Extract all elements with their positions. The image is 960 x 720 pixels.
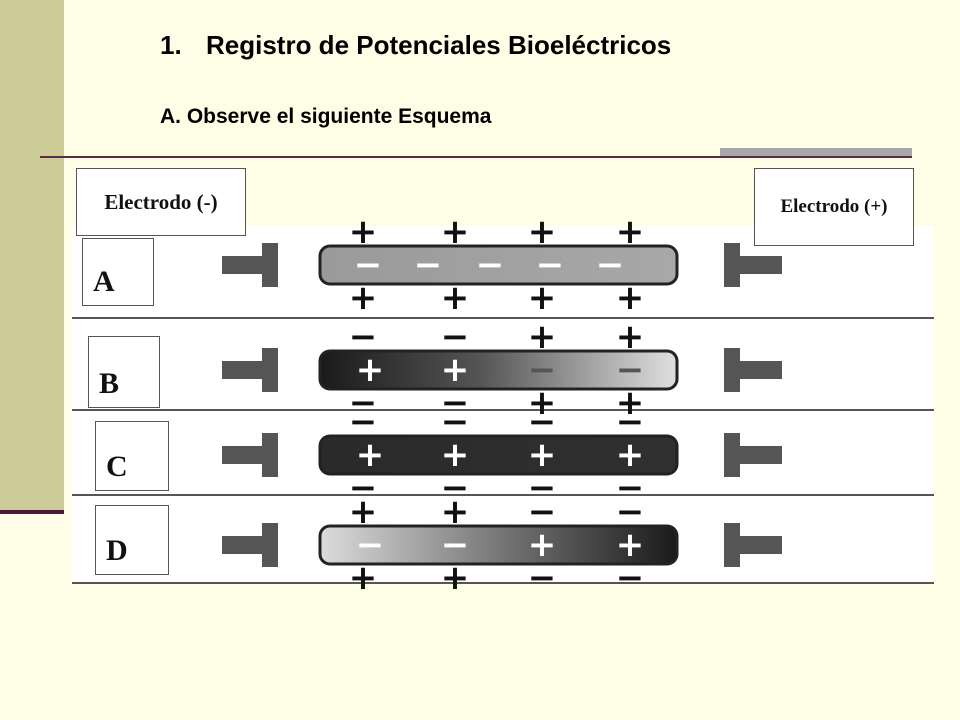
charge-inside-sign: − bbox=[414, 245, 443, 285]
charge-inside-sign: − bbox=[596, 245, 625, 285]
charge-inside-sign: − bbox=[356, 525, 385, 565]
charge-above-sign: − bbox=[441, 317, 470, 357]
charge-inside-sign: + bbox=[616, 525, 645, 565]
charge-inside-sign: − bbox=[536, 245, 565, 285]
row-separator bbox=[72, 582, 934, 584]
charge-inside-sign: + bbox=[616, 435, 645, 475]
row-separator bbox=[72, 317, 934, 319]
charge-inside-sign: + bbox=[441, 350, 470, 390]
charge-above-sign: − bbox=[528, 492, 557, 532]
electrode-negative-label: Electrodo (-) bbox=[76, 168, 246, 236]
charge-above-sign: + bbox=[349, 492, 378, 532]
charge-above-sign: − bbox=[528, 402, 557, 442]
charge-inside-sign: + bbox=[356, 435, 385, 475]
charge-above-sign: + bbox=[441, 212, 470, 252]
charge-above-sign: − bbox=[616, 492, 645, 532]
charge-below-sign: − bbox=[349, 468, 378, 508]
header-divider bbox=[40, 156, 912, 158]
row-label: B bbox=[99, 367, 120, 400]
electrode-negative-plate bbox=[262, 433, 278, 477]
slide-subtitle: A. Observe el siguiente Esquema bbox=[160, 105, 492, 128]
electrode-positive-bar bbox=[732, 361, 782, 379]
charge-below-sign: − bbox=[441, 383, 470, 423]
charge-above-sign: − bbox=[441, 402, 470, 442]
electrode-negative-bar bbox=[222, 446, 270, 464]
title-text: Registro de Potenciales Bioeléctricos bbox=[206, 30, 672, 60]
electrode-negative-bar bbox=[222, 256, 270, 274]
charge-below-sign: − bbox=[616, 468, 645, 508]
title-number: 1. bbox=[160, 30, 182, 60]
charge-above-sign: + bbox=[528, 212, 557, 252]
header-grey-bar bbox=[720, 148, 912, 156]
electrode-positive-bar bbox=[732, 536, 782, 554]
charge-below-sign: − bbox=[528, 558, 557, 598]
electrode-positive-label: Electrodo (+) bbox=[754, 168, 914, 246]
charge-below-sign: + bbox=[349, 558, 378, 598]
electrode-negative-bar bbox=[222, 361, 270, 379]
electrode-negative-plate bbox=[262, 523, 278, 567]
charge-below-sign: − bbox=[441, 468, 470, 508]
charge-above-sign: − bbox=[616, 402, 645, 442]
row-label: A bbox=[93, 265, 115, 298]
row-label-box: C bbox=[95, 421, 169, 491]
charge-inside-sign: − bbox=[528, 350, 557, 390]
charge-below-sign: + bbox=[441, 278, 470, 318]
charge-inside-sign: − bbox=[354, 245, 383, 285]
charge-inside-sign: + bbox=[441, 435, 470, 475]
charge-above-sign: − bbox=[349, 317, 378, 357]
electrode-negative-plate bbox=[262, 348, 278, 392]
charge-below-sign: + bbox=[528, 278, 557, 318]
nerve-fiber bbox=[318, 524, 679, 566]
electrode-negative-plate bbox=[262, 243, 278, 287]
charge-above-sign: + bbox=[528, 317, 557, 357]
nerve-fiber bbox=[318, 244, 679, 286]
charge-inside-sign: + bbox=[356, 350, 385, 390]
electrode-positive-bar bbox=[732, 446, 782, 464]
charge-above-sign: − bbox=[349, 402, 378, 442]
charge-below-sign: − bbox=[528, 468, 557, 508]
charge-below-sign: + bbox=[349, 278, 378, 318]
charge-above-sign: + bbox=[616, 212, 645, 252]
charge-inside-sign: + bbox=[528, 525, 557, 565]
charge-inside-sign: + bbox=[528, 435, 557, 475]
charge-below-sign: − bbox=[349, 383, 378, 423]
row-label: D bbox=[106, 534, 128, 567]
diagram-area bbox=[72, 226, 934, 584]
charge-below-sign: + bbox=[616, 383, 645, 423]
row-label: C bbox=[106, 450, 128, 483]
charge-below-sign: + bbox=[528, 383, 557, 423]
electrode-negative-bar bbox=[222, 536, 270, 554]
charge-below-sign: + bbox=[441, 558, 470, 598]
row-separator bbox=[72, 494, 934, 496]
electrode-positive-bar bbox=[732, 256, 782, 274]
row-separator bbox=[72, 409, 934, 411]
charge-inside-sign: − bbox=[616, 350, 645, 390]
charge-below-sign: + bbox=[616, 278, 645, 318]
charge-inside-sign: − bbox=[476, 245, 505, 285]
row-label-box: D bbox=[95, 505, 169, 575]
charge-above-sign: + bbox=[349, 212, 378, 252]
nerve-fiber bbox=[318, 349, 679, 391]
side-decoration-bar bbox=[0, 0, 64, 510]
charge-above-sign: + bbox=[441, 492, 470, 532]
charge-below-sign: − bbox=[616, 558, 645, 598]
charge-inside-sign: − bbox=[441, 525, 470, 565]
row-label-box: A bbox=[82, 238, 154, 306]
side-decoration-line bbox=[0, 510, 64, 514]
charge-above-sign: + bbox=[616, 317, 645, 357]
nerve-fiber bbox=[318, 434, 679, 476]
row-label-box: B bbox=[88, 336, 160, 408]
slide-title: 1. Registro de Potenciales Bioeléctricos bbox=[160, 30, 671, 61]
